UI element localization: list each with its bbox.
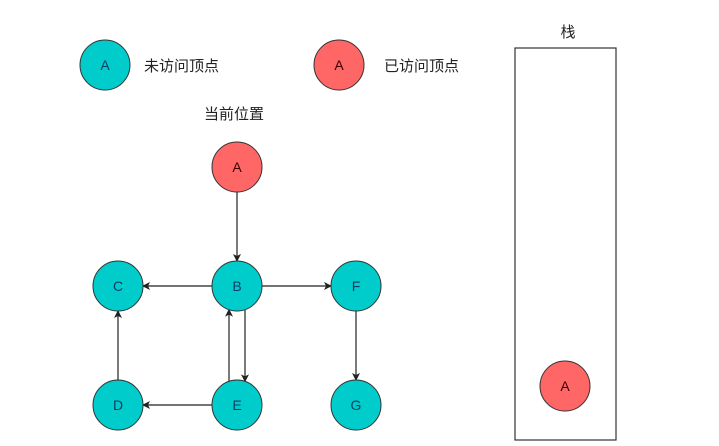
stack-title: 栈 [560,23,575,41]
node-circle [211,379,263,431]
node-b: B [211,260,263,312]
legend-unvisited-text: 未访问顶点 [144,57,219,75]
stack-container [514,47,617,441]
legend-visited-circle [313,39,365,91]
node-c: C [92,260,144,312]
stack-item-label: A [560,378,570,394]
node-g: G [330,379,382,431]
node-circle [330,379,382,431]
stack-item: A [539,360,591,412]
node-a: A [211,141,263,193]
node-label: F [352,278,361,294]
node-f: F [330,260,382,312]
legend-unvisited-circle [79,39,131,91]
graph-edges [114,192,360,409]
legend-visited: A 已访问顶点 [313,39,459,91]
node-circle [211,141,263,193]
node-d: D [92,379,144,431]
legend-unvisited-node-label: A [100,57,110,73]
node-circle [330,260,382,312]
legend-visited-node-label: A [334,57,344,73]
node-label: G [351,397,362,413]
node-e: E [211,379,263,431]
node-label: C [113,278,123,294]
node-label: A [232,159,242,175]
graph-nodes: A B C D E F G [92,141,382,431]
node-circle [211,260,263,312]
node-circle [92,379,144,431]
stack-item-circle [539,360,591,412]
node-label: E [232,397,241,413]
current-position-label: 当前位置 [204,105,264,123]
legend-visited-text: 已访问顶点 [384,57,459,75]
node-label: B [232,278,241,294]
node-label: D [113,397,123,413]
stack: 栈 A [514,23,617,441]
legend-unvisited: A 未访问顶点 [79,39,219,91]
node-circle [92,260,144,312]
